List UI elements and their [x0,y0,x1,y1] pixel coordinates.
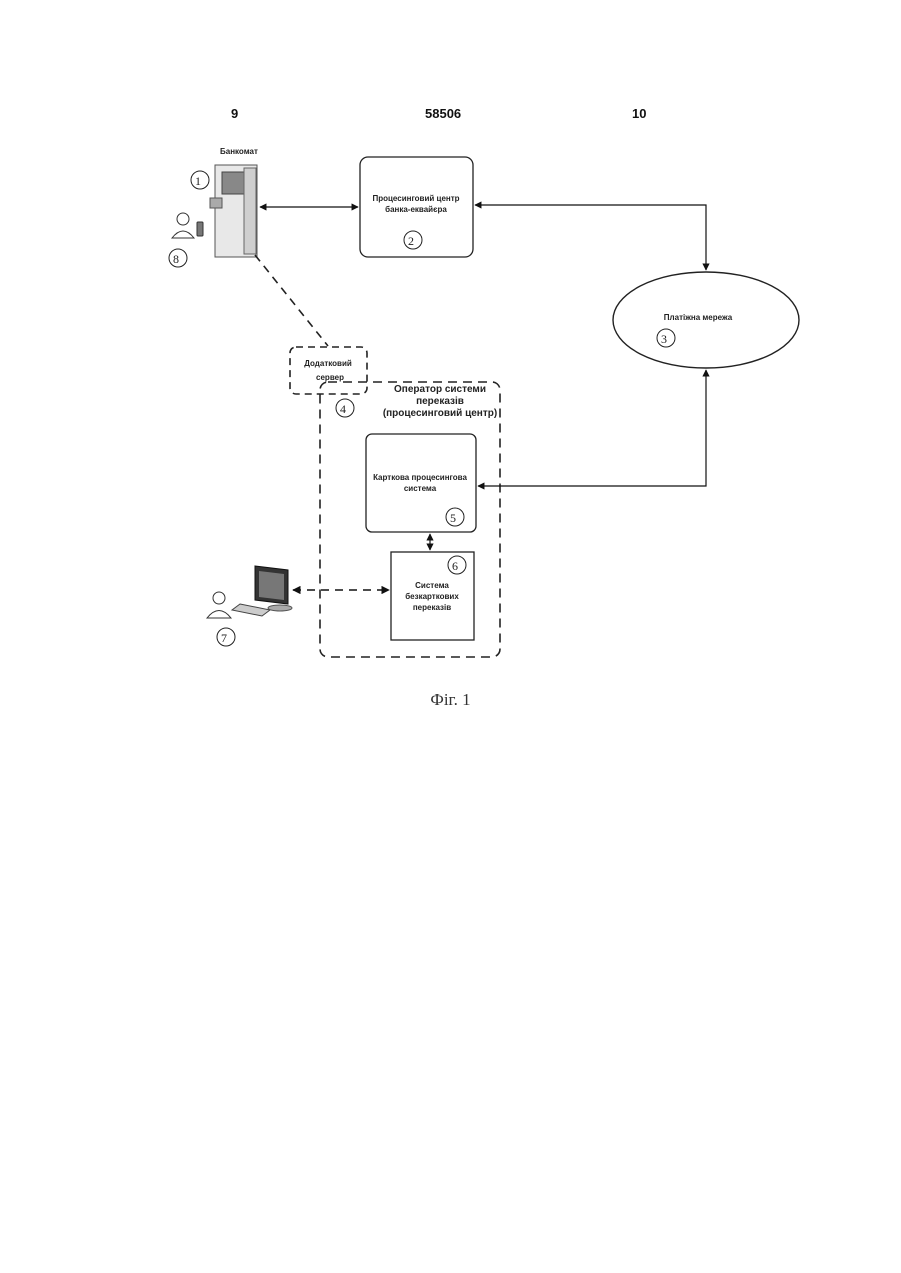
marker-4: 4 [340,402,346,416]
operator-box [320,382,500,657]
user-icon [172,213,203,238]
operator-label: Оператор системи [394,384,486,395]
card-system-label: Карткова процесингова [373,473,467,482]
user-icon-2 [207,592,231,618]
cardless-label-2: безкарткових [405,592,459,601]
operator-label-2: переказів [416,396,464,407]
additional-server-label: Додатковий [304,359,352,368]
marker-5: 5 [450,511,456,525]
atm-label: Банкомат [220,147,258,156]
card-system-label-2: система [404,484,437,493]
cardless-label: Система [415,581,449,590]
card-system-box [366,434,476,532]
marker-7: 7 [221,631,227,645]
additional-server-box [290,347,367,394]
figure-diagram: Банкомат 1 8 Процесинговий центр банка-е… [0,0,901,720]
computer-icon [232,566,292,616]
marker-6: 6 [452,559,458,573]
marker-2: 2 [408,234,414,248]
additional-server-label-2: сервер [316,373,344,382]
marker-3: 3 [661,332,667,346]
figure-caption: Фіг. 1 [0,690,901,710]
atm-icon [210,165,257,257]
processing-center-label: Процесинговий центр [372,194,459,203]
marker-8: 8 [173,252,179,266]
cardless-label-3: переказів [413,603,451,612]
atm-server-dashed-link [255,255,328,346]
processing-center-label-2: банка-еквайєра [385,205,447,214]
operator-label-3: (процесинговий центр) [383,408,497,419]
card-network-arrow [478,370,706,486]
processing-network-arrow [475,205,706,270]
payment-network-label: Платіжна мережа [664,313,733,322]
marker-1: 1 [195,174,201,188]
